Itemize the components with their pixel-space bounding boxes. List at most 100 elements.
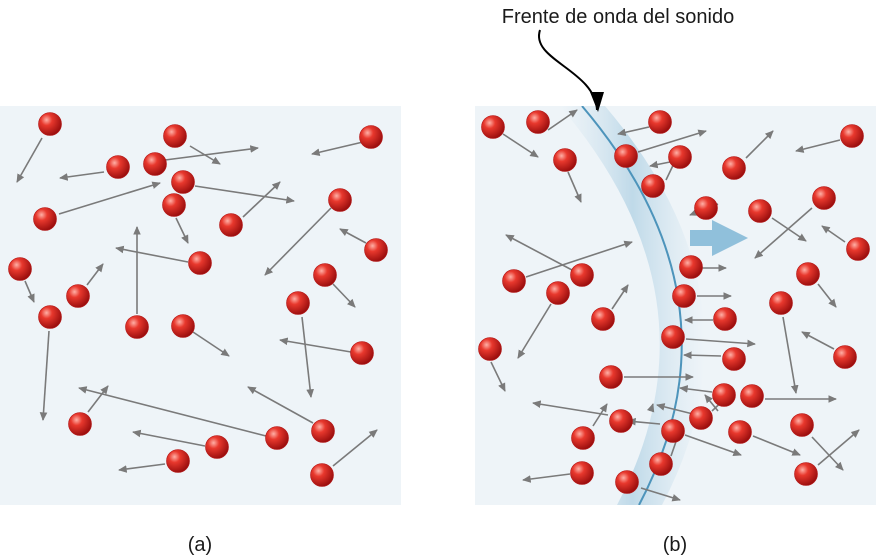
molecule-icon [33,207,57,231]
velocity-arrow [505,234,573,271]
velocity-arrow [132,429,206,447]
molecule-icon [219,213,243,237]
velocity-arrow [175,217,189,244]
velocity-arrow [627,417,661,426]
molecule-icon [769,291,793,315]
molecule-icon [615,470,639,494]
molecule-icon [163,124,187,148]
molecule-icon [38,305,62,329]
velocity-arrow [649,160,671,169]
molecule-icon [571,426,595,450]
velocity-arrow [547,109,578,131]
velocity-arrow [679,385,713,393]
molecule-icon [833,345,857,369]
molecule-icon [66,284,90,308]
molecule-icon [672,284,696,308]
molecule-icon [790,413,814,437]
molecule-icon [310,463,334,487]
molecule-icon [614,144,638,168]
velocity-arrow [242,181,281,218]
velocity-arrow [517,303,552,359]
velocity-arrow [490,361,506,392]
velocity-arrow [247,386,314,424]
molecule-icon [689,406,713,430]
velocity-arrow [118,463,166,473]
molecule-icon [478,337,502,361]
caption-a: (a) [188,534,212,556]
velocity-arrow [86,263,104,286]
leader-arrowhead [590,92,604,112]
molecule-icon [722,347,746,371]
molecule-icon [661,325,685,349]
velocity-arrow [754,207,813,259]
velocity-arrow [782,316,799,394]
molecule-icon [570,461,594,485]
velocity-arrow [87,385,109,413]
molecule-icon [722,156,746,180]
molecule-icon [106,155,130,179]
molecule-icon [286,291,310,315]
molecule-icon [125,315,149,339]
velocity-arrow [311,141,364,156]
molecule-icon [609,409,633,433]
velocity-arrow [704,394,719,412]
molecule-icon [68,412,92,436]
molecule-icon [143,152,167,176]
molecule-icon [846,237,870,261]
velocity-arrow [745,130,774,159]
molecule-icon [166,449,190,473]
caption-b: (b) [663,534,687,556]
velocity-arrow [264,207,332,276]
molecule-icon [712,383,736,407]
velocity-arrow [611,284,629,310]
molecule-icon [553,148,577,172]
velocity-arrow [771,217,807,242]
velocity-arrow [817,429,860,466]
molecule-icon [546,281,570,305]
molecule-icon [313,263,337,287]
velocity-arrow [115,245,189,263]
wavefront-band [560,106,705,505]
velocity-arrow [683,351,722,360]
molecule-icon [840,124,864,148]
panel-a-box [0,106,401,505]
molecule-icon [171,170,195,194]
molecule-icon [265,426,289,450]
velocity-arrow [525,240,633,278]
molecule-icon [502,269,526,293]
molecule-icon [526,110,550,134]
velocity-arrow [801,331,835,350]
velocity-arrow [24,280,35,303]
molecule-icon [668,145,692,169]
velocity-arrow [592,403,608,427]
velocity-arrow [192,331,230,357]
molecule-icon [661,419,685,443]
molecule-icon [796,262,820,286]
velocity-arrow [640,487,681,502]
molecule-icon [205,435,229,459]
molecule-icon [162,193,186,217]
molecule-icon [364,238,388,262]
velocity-arrow [646,403,655,413]
molecule-icon [649,452,673,476]
molecule-icon [188,251,212,275]
velocity-arrow [339,228,367,244]
molecule-icon [812,186,836,210]
molecule-icon [359,125,383,149]
velocity-arrow [16,137,43,183]
velocity-arrow [821,225,846,243]
molecule-icon [641,174,665,198]
velocity-arrow [522,473,571,483]
molecule-icon [311,419,335,443]
molecule-icon [794,462,818,486]
molecule-icon [350,341,374,365]
molecule-icon [694,196,718,220]
velocity-arrow [685,338,756,348]
velocity-arrow [78,386,267,437]
velocity-arrow [567,171,582,203]
molecule-icon [648,110,672,134]
wavefront-label: Frente de onda del sonido [502,6,734,28]
molecule-icon [171,314,195,338]
leader-line [537,29,598,111]
